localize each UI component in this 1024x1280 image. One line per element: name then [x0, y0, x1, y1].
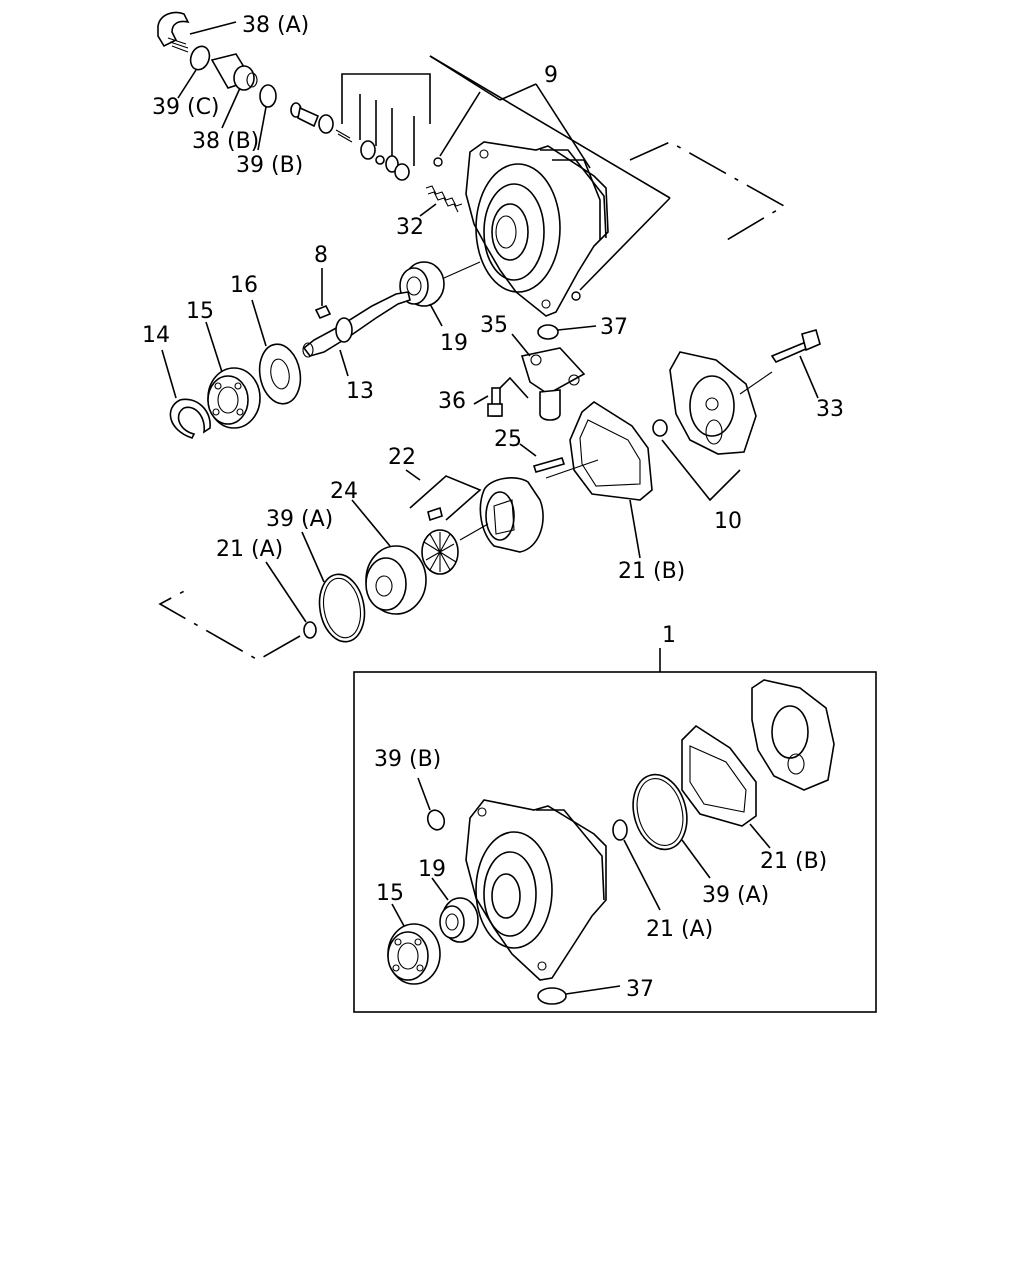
- relief-valve-parts: [290, 102, 410, 181]
- kit-label-37: 37: [626, 977, 654, 1002]
- label-10: 10: [714, 509, 742, 534]
- label-15: 15: [186, 299, 214, 324]
- kit-label-15: 15: [376, 881, 404, 906]
- label-33: 33: [816, 397, 844, 422]
- kit-bearing-19: [439, 897, 479, 943]
- kit-o-ring-39a: [632, 773, 688, 851]
- label-39c: 39 (C): [152, 95, 220, 120]
- kit-o-ring-37: [537, 987, 567, 1005]
- label-22: 22: [388, 445, 416, 470]
- bolt-33: [770, 329, 821, 364]
- label-25: 25: [494, 427, 522, 452]
- label-37: 37: [600, 315, 628, 340]
- label-16: 16: [230, 273, 258, 298]
- kit-o-ring-21a: [612, 819, 628, 841]
- drive-shaft-13: [302, 291, 411, 358]
- key-8: [314, 304, 332, 320]
- kit-end-cover: [751, 679, 835, 791]
- pump-housing-9: [465, 141, 609, 317]
- label-32: 32: [396, 215, 424, 240]
- gasket-21b: [569, 401, 653, 501]
- label-38b: 38 (B): [192, 129, 259, 154]
- vanes-22: [409, 475, 482, 522]
- cam-ring: [479, 477, 544, 553]
- label-8: 8: [314, 243, 328, 268]
- spring-32: [425, 185, 463, 213]
- suction-plate-35: [520, 347, 586, 421]
- label-14: 14: [142, 323, 170, 348]
- label-9: 9: [544, 63, 558, 88]
- kit-gasket-21b: [681, 724, 757, 827]
- kit-label-39a: 39 (A): [702, 883, 769, 908]
- label-39a: 39 (A): [266, 507, 333, 532]
- rotor: [421, 529, 459, 575]
- end-cover-10: [669, 351, 757, 455]
- washer-10: [652, 419, 668, 437]
- kit-label-21b: 21 (B): [760, 849, 827, 874]
- kit-ball-bearing-15: [387, 923, 441, 985]
- label-21b: 21 (B): [618, 559, 685, 584]
- kit-pump-housing: [465, 799, 607, 981]
- label-19: 19: [440, 331, 468, 356]
- washer-16: [258, 343, 302, 405]
- pin-25: [532, 457, 566, 473]
- label-35: 35: [480, 313, 508, 338]
- repair-kit-box: [353, 671, 877, 1013]
- label-38a: 38 (A): [242, 13, 309, 38]
- o-ring-39c: [189, 45, 211, 71]
- snap-ring-14: [169, 398, 211, 439]
- label-36: 36: [438, 389, 466, 414]
- bolt-36: [487, 387, 503, 417]
- label-1: 1: [662, 623, 676, 648]
- o-ring-37: [537, 324, 559, 340]
- ball-bearing-15: [207, 367, 261, 429]
- o-ring-21a: [303, 621, 317, 639]
- side-plate-24: [365, 545, 427, 615]
- kit-label-39b: 39 (B): [374, 747, 441, 772]
- kit-label-19: 19: [418, 857, 446, 882]
- elbow-fitting-38a: [157, 11, 190, 53]
- label-39b: 39 (B): [236, 153, 303, 178]
- kit-o-ring-39b: [426, 809, 446, 831]
- connector-38b: [210, 53, 258, 91]
- label-13: 13: [346, 379, 374, 404]
- o-ring-39a: [318, 573, 366, 643]
- kit-label-21a: 21 (A): [646, 917, 713, 942]
- label-21a: 21 (A): [216, 537, 283, 562]
- o-ring-39b: [259, 84, 277, 108]
- label-24: 24: [330, 479, 358, 504]
